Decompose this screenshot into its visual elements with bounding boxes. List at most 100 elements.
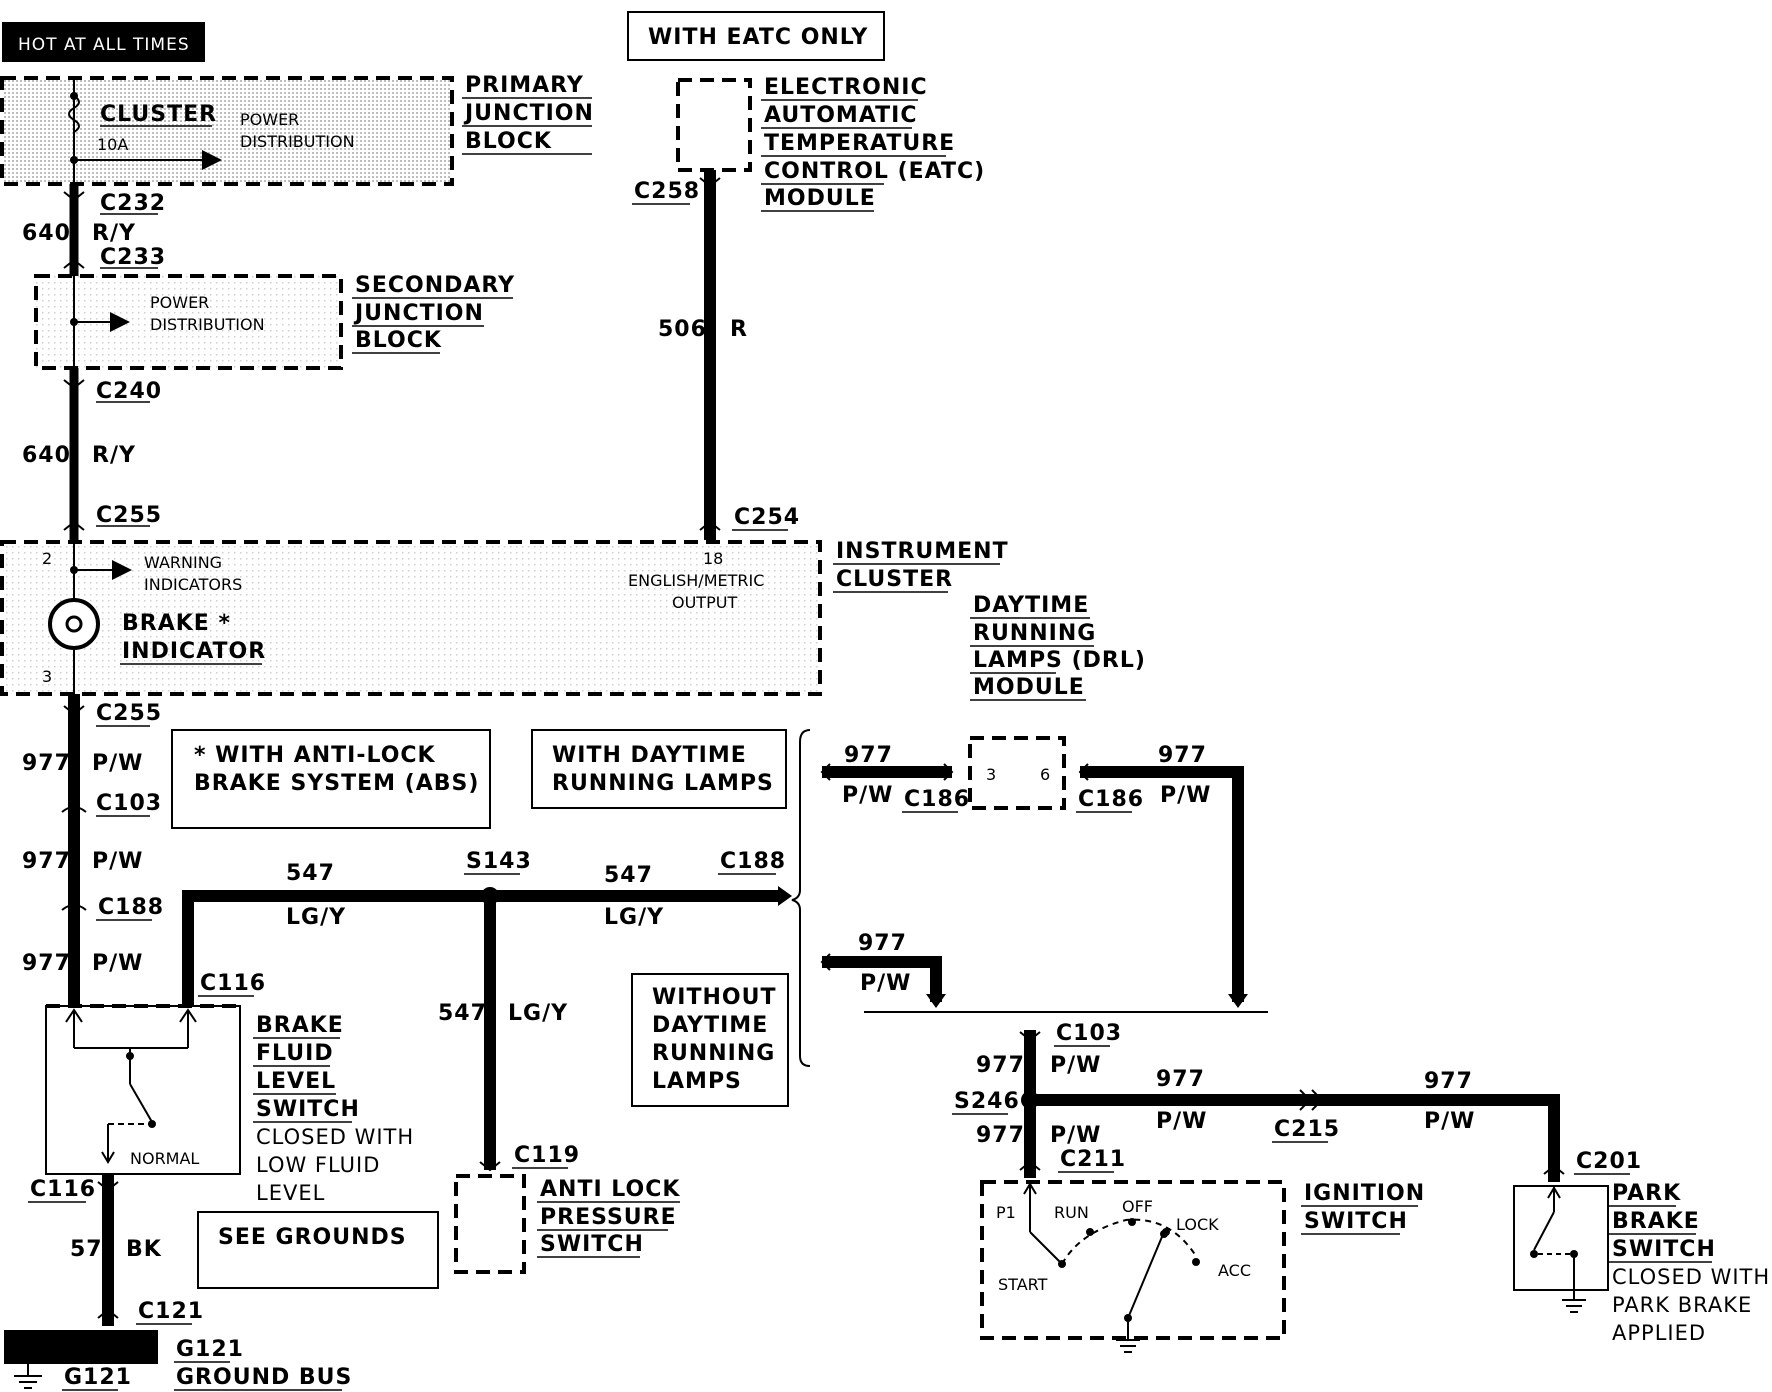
svg-text:RUNNING: RUNNING <box>973 621 1096 646</box>
svg-text:3: 3 <box>42 667 52 686</box>
svg-text:WARNING: WARNING <box>144 553 222 572</box>
g121-label: G121 <box>176 1337 244 1362</box>
wire-977-to-park-brake <box>1030 1094 1560 1182</box>
connector-c186-right: C186 <box>1078 787 1144 812</box>
connector-c103-left: C103 <box>96 791 162 816</box>
abs-note: * WITH ANTI-LOCK BRAKE SYSTEM (ABS) <box>171 729 491 829</box>
svg-text:547: 547 <box>604 863 653 888</box>
splice-s246-label: S246 <box>954 1089 1020 1114</box>
svg-text:LOW FLUID: LOW FLUID <box>256 1153 380 1177</box>
ground-bus: G121 GROUND BUS G121 <box>4 1330 351 1391</box>
svg-text:AUTOMATIC: AUTOMATIC <box>764 103 917 128</box>
svg-text:P/W: P/W <box>1156 1109 1207 1134</box>
svg-text:LEVEL: LEVEL <box>256 1069 336 1094</box>
svg-text:WITH EATC ONLY: WITH EATC ONLY <box>648 25 868 50</box>
svg-text:BRAKE: BRAKE <box>256 1013 344 1038</box>
svg-text:INSTRUMENT: INSTRUMENT <box>836 539 1009 564</box>
svg-text:PRESSURE: PRESSURE <box>540 1205 677 1230</box>
svg-text:57: 57 <box>70 1237 103 1262</box>
svg-text:ANTI LOCK: ANTI LOCK <box>540 1177 680 1202</box>
option-bracket <box>791 729 811 1067</box>
svg-text:P/W: P/W <box>92 849 143 874</box>
svg-text:BRAKE SYSTEM (ABS): BRAKE SYSTEM (ABS) <box>194 771 479 796</box>
svg-text:* WITH ANTI-LOCK: * WITH ANTI-LOCK <box>194 743 436 768</box>
svg-text:SEE GROUNDS: SEE GROUNDS <box>218 1225 407 1250</box>
connector-c255-top: C255 <box>96 503 162 528</box>
svg-text:CLUSTER: CLUSTER <box>836 567 953 592</box>
svg-text:POWER: POWER <box>150 293 209 312</box>
wire-977-from-drl <box>1080 766 1244 1002</box>
connector-c188-right: C188 <box>720 849 786 874</box>
connector-c258: C258 <box>634 179 700 204</box>
svg-text:BRAKE: BRAKE <box>1612 1209 1700 1234</box>
svg-text:LG/Y: LG/Y <box>508 1001 568 1026</box>
svg-text:506: 506 <box>658 317 707 342</box>
svg-text:JUNCTION: JUNCTION <box>463 101 594 126</box>
svg-text:MODULE: MODULE <box>973 675 1085 700</box>
svg-text:OUTPUT: OUTPUT <box>672 593 737 612</box>
svg-text:P/W: P/W <box>1424 1109 1475 1134</box>
svg-text:P/W: P/W <box>842 783 893 808</box>
connector-c201: C201 <box>1576 1149 1642 1174</box>
svg-text:IGNITION: IGNITION <box>1304 1181 1425 1206</box>
connector-c232: C232 <box>100 191 166 216</box>
svg-text:3: 3 <box>986 765 996 784</box>
connector-c116-bottom: C116 <box>30 1177 96 1202</box>
svg-text:SWITCH: SWITCH <box>256 1097 360 1122</box>
svg-text:977: 977 <box>1156 1067 1205 1092</box>
g121-ground-label: G121 <box>64 1365 132 1390</box>
svg-text:JUNCTION: JUNCTION <box>353 301 484 326</box>
svg-text:LAMPS: LAMPS <box>652 1069 742 1094</box>
eatc-module: ELECTRONIC AUTOMATIC TEMPERATURE CONTROL… <box>676 75 984 212</box>
svg-text:MODULE: MODULE <box>764 186 876 211</box>
svg-text:APPLIED: APPLIED <box>1612 1321 1706 1345</box>
svg-text:P/W: P/W <box>1050 1053 1101 1078</box>
cluster-fuse-label: CLUSTER <box>100 102 217 127</box>
connector-c211: C211 <box>1060 1147 1126 1172</box>
svg-text:ELECTRONIC: ELECTRONIC <box>764 75 928 100</box>
connector-c254: C254 <box>734 505 800 530</box>
svg-text:BRAKE *: BRAKE * <box>122 611 231 636</box>
svg-text:977: 977 <box>976 1053 1025 1078</box>
svg-text:BK: BK <box>126 1237 162 1262</box>
svg-text:P/W: P/W <box>860 971 911 996</box>
connector-c116-top: C116 <box>200 971 266 996</box>
svg-text:P/W: P/W <box>1050 1123 1101 1148</box>
anti-lock-pressure-switch: ANTI LOCK PRESSURE SWITCH <box>454 1174 680 1274</box>
without-drl-note: WITHOUT DAYTIME RUNNING LAMPS <box>631 973 789 1107</box>
ignition-switch: P1 RUN OFF LOCK ACC START <box>980 1180 1286 1353</box>
svg-text:640: 640 <box>22 443 71 468</box>
svg-text:BLOCK: BLOCK <box>465 129 552 154</box>
svg-text:DAYTIME: DAYTIME <box>973 593 1089 618</box>
secondary-junction-block-title: SECONDARY JUNCTION BLOCK <box>352 273 514 354</box>
ignition-switch-title: IGNITION SWITCH <box>1301 1181 1425 1235</box>
svg-text:LOCK: LOCK <box>1176 1215 1219 1234</box>
connector-c188-left: C188 <box>98 895 164 920</box>
svg-text:6: 6 <box>1040 765 1050 784</box>
svg-text:977: 977 <box>844 743 893 768</box>
svg-text:R/Y: R/Y <box>92 443 136 468</box>
svg-text:POWER: POWER <box>240 110 299 129</box>
wire-547-horizontal <box>182 890 778 1006</box>
splice-s143 <box>481 887 499 905</box>
hot-at-all-times-label: HOT AT ALL TIMES <box>2 22 205 62</box>
svg-text:RUN: RUN <box>1054 1203 1089 1222</box>
svg-text:INDICATOR: INDICATOR <box>122 639 266 664</box>
svg-text:DAYTIME: DAYTIME <box>652 1013 768 1038</box>
svg-text:977: 977 <box>1158 743 1207 768</box>
svg-text:PRIMARY: PRIMARY <box>465 73 584 98</box>
primary-junction-block-title: PRIMARY JUNCTION BLOCK <box>462 73 594 155</box>
drl-module-title: DAYTIME RUNNING LAMPS (DRL) MODULE <box>970 593 1146 701</box>
primary-junction-block: CLUSTER 10A POWER DISTRIBUTION <box>0 76 454 186</box>
instrument-cluster: 2 3 WARNING INDICATORS BRAKE * INDICATOR… <box>0 540 822 696</box>
svg-text:ACC: ACC <box>1218 1261 1251 1280</box>
connector-c215: C215 <box>1274 1117 1340 1142</box>
svg-text:LAMPS (DRL): LAMPS (DRL) <box>973 648 1146 673</box>
svg-text:P/W: P/W <box>1160 783 1211 808</box>
connector-c240: C240 <box>96 379 162 404</box>
svg-text:977: 977 <box>858 931 907 956</box>
with-drl-note: WITH DAYTIME RUNNING LAMPS <box>531 729 787 809</box>
svg-text:PARK: PARK <box>1612 1181 1681 1206</box>
svg-text:START: START <box>998 1275 1048 1294</box>
svg-text:WITHOUT: WITHOUT <box>652 985 776 1010</box>
